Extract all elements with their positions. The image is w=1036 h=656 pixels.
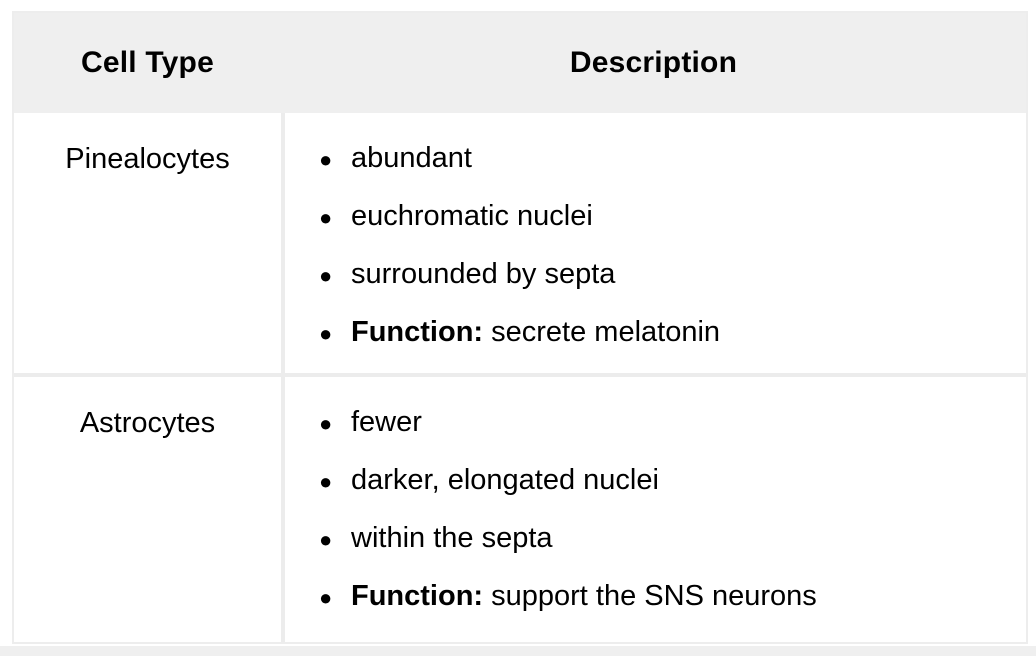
bottom-edge-strip: [0, 646, 1036, 656]
bullet-text: abundant: [351, 142, 472, 174]
description-cell: ● abundant ● euchromatic nuclei ● surrounded …: [281, 113, 1026, 377]
bullet-list: ● fewer ● darker, elongated nuclei ● within t…: [319, 394, 1016, 626]
bullet-icon: ●: [319, 469, 333, 494]
bullet-text: support the SNS neurons: [483, 580, 817, 612]
bullet-text: fewer: [351, 406, 422, 438]
bullet-item: ● darker, elongated nuclei: [319, 452, 1016, 510]
bullet-item: ● Function: support the SNS neurons: [319, 568, 1016, 626]
bullet-icon: ●: [319, 527, 333, 552]
bullet-icon: ●: [319, 411, 333, 436]
header-cell-type: Cell Type: [14, 13, 281, 113]
bullet-item: ● fewer: [319, 394, 1016, 452]
bullet-item: ● surrounded by septa: [319, 246, 1016, 304]
bullet-text: darker, elongated nuclei: [351, 464, 659, 496]
bullet-text: surrounded by septa: [351, 258, 616, 290]
bullet-item: ● euchromatic nuclei: [319, 188, 1016, 246]
bullet-text: euchromatic nuclei: [351, 200, 593, 232]
bullet-item: ● Function: secrete melatonin: [319, 304, 1016, 362]
bullet-icon: ●: [319, 321, 333, 346]
cell-type-cell: Pinealocytes: [14, 113, 281, 377]
bullet-icon: ●: [319, 147, 333, 172]
bullet-icon: ●: [319, 263, 333, 288]
header-description: Description: [281, 13, 1026, 113]
bullet-item: ● within the septa: [319, 510, 1016, 568]
bullet-text: secrete melatonin: [483, 316, 721, 348]
bullet-icon: ●: [319, 585, 333, 610]
description-cell: ● fewer ● darker, elongated nuclei ● within t…: [281, 377, 1026, 642]
bullet-bold-text: Function:: [351, 580, 484, 612]
bullet-list: ● abundant ● euchromatic nuclei ● surrounded …: [319, 130, 1016, 362]
cell-type-cell: Astrocytes: [14, 377, 281, 642]
bullet-item: ● abundant: [319, 130, 1016, 188]
bullet-icon: ●: [319, 205, 333, 230]
cell-type-table: Cell Type Description Pinealocytes ● abund…: [12, 11, 1028, 644]
bullet-text: within the septa: [351, 522, 553, 554]
bullet-bold-text: Function:: [351, 316, 484, 348]
